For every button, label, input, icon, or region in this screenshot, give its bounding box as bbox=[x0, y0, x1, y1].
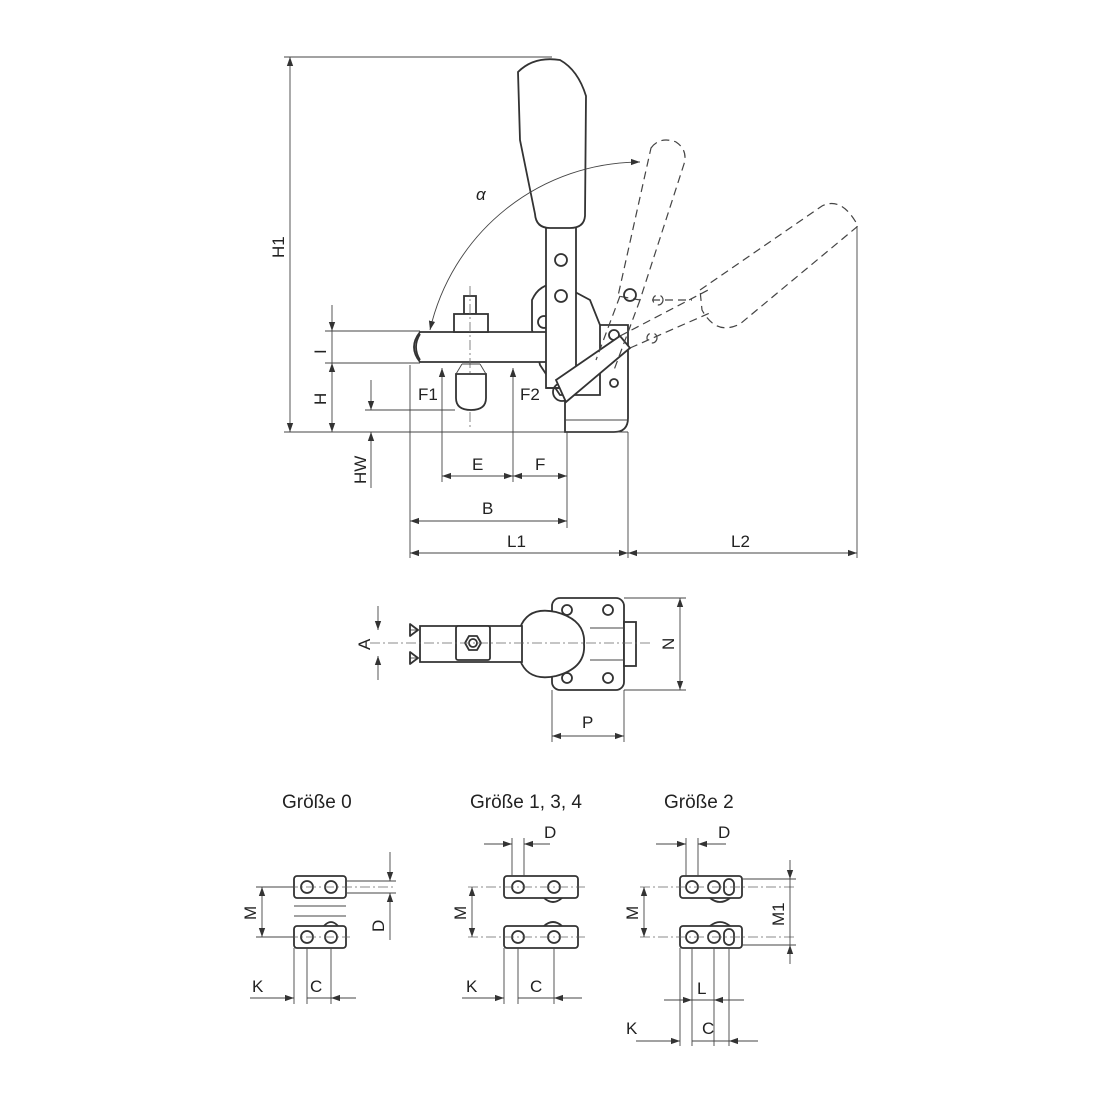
dim-label-hw: HW bbox=[351, 456, 370, 484]
dim-label-e: E bbox=[472, 455, 483, 474]
force-label-f2: F2 bbox=[520, 385, 540, 404]
variant-size-0: Größe 0 M D K C bbox=[241, 792, 396, 1004]
handle-open-position-2 bbox=[619, 202, 859, 349]
dim-label-b: B bbox=[482, 499, 493, 518]
dim-label-f: F bbox=[535, 455, 545, 474]
top-handle-grip bbox=[519, 609, 585, 679]
variant-0-d: D bbox=[369, 920, 388, 932]
variant-1-m: M bbox=[451, 906, 470, 920]
variant-title-2: Größe 2 bbox=[664, 792, 734, 813]
force-label-f1: F1 bbox=[418, 385, 438, 404]
variant-2-m: M bbox=[623, 906, 642, 920]
variant-0-k: K bbox=[252, 977, 264, 996]
variant-size-1-3-4: Größe 1, 3, 4 D M K C bbox=[451, 792, 585, 1004]
variant-0-m: M bbox=[241, 906, 260, 920]
dim-label-h: H bbox=[311, 393, 330, 405]
dim-label-l2: L2 bbox=[731, 532, 750, 551]
dim-label-i: I bbox=[311, 349, 330, 354]
dim-label-l1: L1 bbox=[507, 532, 526, 551]
variant-1-d: D bbox=[544, 823, 556, 842]
variant-size-2: Größe 2 D M M1 L bbox=[623, 792, 796, 1046]
dim-label-h1: H1 bbox=[269, 236, 288, 258]
dim-label-p: P bbox=[582, 713, 593, 732]
top-view: A N P bbox=[355, 597, 686, 742]
dim-label-n: N bbox=[659, 638, 678, 650]
spindle-nut bbox=[453, 313, 489, 333]
variant-title-0: Größe 0 bbox=[282, 792, 352, 813]
side-view: F1 F2 α H1 I H HW E F bbox=[269, 56, 859, 558]
variant-2-d: D bbox=[718, 823, 730, 842]
handle-lever bbox=[545, 221, 577, 389]
variant-1-c: C bbox=[530, 977, 542, 996]
clamp-arm bbox=[413, 331, 561, 363]
variant-2-c: C bbox=[702, 1019, 714, 1038]
dim-label-a: A bbox=[355, 638, 374, 650]
variant-2-m1: M1 bbox=[769, 902, 788, 926]
variant-2-l: L bbox=[697, 979, 706, 998]
angle-label-alpha: α bbox=[476, 185, 487, 204]
variant-1-k: K bbox=[466, 977, 478, 996]
variant-2-k: K bbox=[626, 1019, 638, 1038]
variant-0-c: C bbox=[310, 977, 322, 996]
variant-title-1: Größe 1, 3, 4 bbox=[470, 792, 582, 813]
pressure-pad bbox=[455, 373, 487, 411]
handle-grip bbox=[517, 58, 587, 229]
